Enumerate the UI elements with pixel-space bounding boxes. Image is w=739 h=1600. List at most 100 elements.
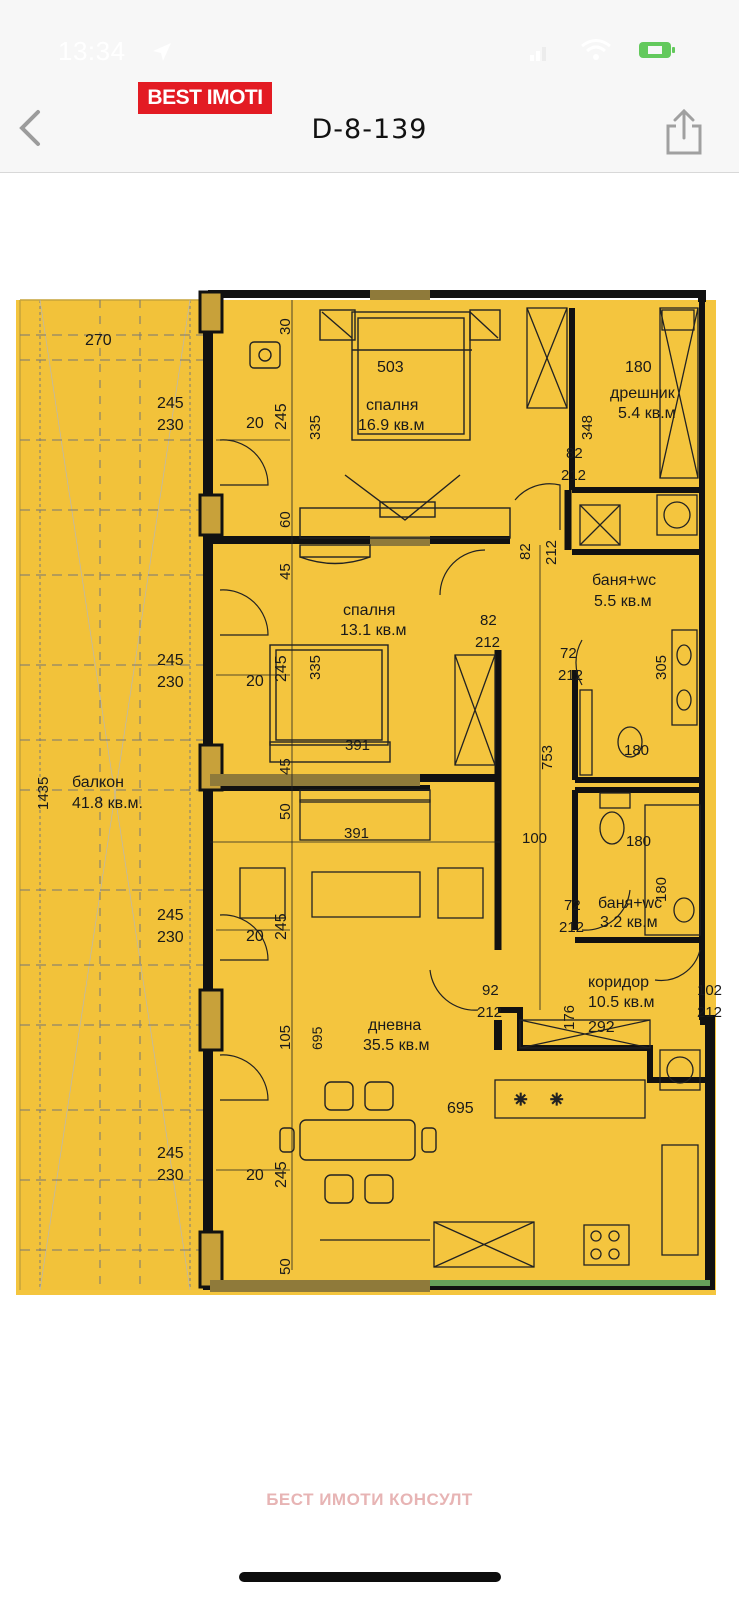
win-dim-small: 20 xyxy=(246,415,264,432)
share-icon[interactable] xyxy=(663,108,705,156)
wardrobe-2 xyxy=(454,654,496,766)
win-dim-bottom: 230 xyxy=(157,929,184,946)
dim-50: 50 xyxy=(277,1258,294,1275)
corridor-name: коридор xyxy=(588,974,649,991)
bath-1-area: 5.5 кв.м xyxy=(594,593,652,610)
bedroom-1-name: спалня xyxy=(366,397,418,414)
living-area: 35.5 кв.м xyxy=(363,1037,430,1054)
win-dim-top: 245 xyxy=(157,1145,184,1162)
door-dim-82: 82 xyxy=(566,445,583,462)
door-dim-72: 72 xyxy=(560,645,577,662)
win-dim-side: 245 xyxy=(273,1161,290,1188)
svg-text:✳: ✳ xyxy=(514,1092,527,1109)
bath-2-name: баня+wc xyxy=(598,895,662,912)
page-title: D-8-139 xyxy=(311,114,428,145)
bedroom-2-dim: 391 xyxy=(345,737,370,754)
kitchen: ✳ ✳ xyxy=(320,1019,701,1268)
watermark: БЕСТ ИМОТИ КОНСУЛТ xyxy=(266,1490,473,1509)
wardrobe-1 xyxy=(526,307,568,409)
win-dim-bottom: 230 xyxy=(157,1167,184,1184)
win-dim-small: 20 xyxy=(246,673,264,690)
bathroom-fixtures xyxy=(579,629,701,936)
closet-fixtures xyxy=(579,307,699,546)
win-dim-small: 20 xyxy=(246,928,264,945)
door-dim-82: 82 xyxy=(480,612,497,629)
closet-name: дрешник xyxy=(610,385,676,402)
bath-1-name: баня+wc xyxy=(592,572,656,589)
balcony-area: 41.8 кв.м. xyxy=(72,795,143,812)
svg-text:✳: ✳ xyxy=(550,1092,563,1109)
back-chevron-icon[interactable] xyxy=(14,108,48,148)
win-dim-top: 245 xyxy=(157,395,184,412)
win-dim-side: 245 xyxy=(273,913,290,940)
window-dims: 245 230 20 245 245 230 20 245 245 230 20… xyxy=(157,395,290,1188)
door-dim-102: 102 xyxy=(697,982,722,999)
bath-2-dim-2: 180 xyxy=(653,877,670,902)
dim-60: 60 xyxy=(277,511,294,528)
dim-45: 45 xyxy=(277,563,294,580)
corridor-area: 10.5 кв.м xyxy=(588,994,655,1011)
bedroom-2-area: 13.1 кв.м xyxy=(340,622,407,639)
door-dim-212: 212 xyxy=(697,1004,722,1021)
win-dim-top: 245 xyxy=(157,907,184,924)
bed-1 xyxy=(299,309,511,539)
dining-table xyxy=(279,1081,437,1204)
bath-1-dim-2: 180 xyxy=(624,742,649,759)
brand-logo: BEST IMOTI xyxy=(138,82,272,114)
balcony-area xyxy=(20,300,208,1290)
balcony-name: балкон xyxy=(72,774,124,791)
signal-icon xyxy=(530,47,546,61)
door-dim-212: 212 xyxy=(559,919,584,936)
battery-icon xyxy=(639,42,675,58)
door-openings xyxy=(210,290,710,1292)
dim-335: 335 xyxy=(307,415,324,440)
win-dim-bottom: 230 xyxy=(157,417,184,434)
bedroom-1-area: 16.9 кв.м xyxy=(358,417,425,434)
balcony-dim-2: 270 xyxy=(85,332,112,349)
bed-2 xyxy=(269,544,391,763)
door-dim-212: 212 xyxy=(543,540,560,565)
closet-dim: 180 xyxy=(625,359,652,376)
corridor-dim-2: 176 xyxy=(561,1005,578,1030)
bath-2-area: 3.2 кв.м xyxy=(600,914,658,931)
location-icon xyxy=(153,43,171,61)
win-dim-top: 245 xyxy=(157,652,184,669)
window-pillars xyxy=(198,290,224,1289)
dim-335: 335 xyxy=(307,655,324,680)
sofa xyxy=(239,789,484,919)
dimension-lines xyxy=(210,300,541,1270)
dim-753: 753 xyxy=(539,745,556,770)
door-dim-212: 212 xyxy=(475,634,500,651)
corridor-dim: 292 xyxy=(588,1019,615,1036)
door-dim-212: 212 xyxy=(561,467,586,484)
wifi-icon xyxy=(581,39,611,60)
closet-area: 5.4 кв.м xyxy=(618,405,676,422)
dim-391: 391 xyxy=(344,825,369,842)
door-swings xyxy=(219,439,701,1101)
living-dim: 695 xyxy=(447,1100,474,1117)
living-name: дневна xyxy=(368,1017,421,1034)
balcony-dim: 1435 xyxy=(35,777,52,810)
navigation-bar: BEST IMOTI D-8-139 xyxy=(0,70,739,173)
misc-dims: 30 335 60 45 335 45 50 50 105 391 753 10… xyxy=(277,318,722,1275)
living-dim-2: 695 xyxy=(309,1026,325,1050)
bedroom-2-name: спалня xyxy=(343,602,395,619)
dim-45: 45 xyxy=(277,758,294,775)
win-dim-side: 245 xyxy=(273,403,290,430)
win-dim-side: 245 xyxy=(273,655,290,682)
dim-105: 105 xyxy=(277,1025,294,1050)
bath-2-dim: 180 xyxy=(626,833,651,850)
chair-1 xyxy=(249,341,281,369)
bedroom-1-dim: 503 xyxy=(377,359,404,376)
door-dim-82: 82 xyxy=(517,543,534,560)
door-dim-212: 212 xyxy=(477,1004,502,1021)
dim-50: 50 xyxy=(277,803,294,820)
door-dim-92: 92 xyxy=(482,982,499,999)
home-indicator[interactable] xyxy=(239,1572,501,1582)
dim-100: 100 xyxy=(522,830,547,847)
status-bar: 13:34 xyxy=(0,0,739,70)
win-dim-bottom: 230 xyxy=(157,674,184,691)
door-dim-72: 72 xyxy=(564,897,581,914)
win-dim-small: 20 xyxy=(246,1167,264,1184)
door-dim-212: 212 xyxy=(558,667,583,684)
